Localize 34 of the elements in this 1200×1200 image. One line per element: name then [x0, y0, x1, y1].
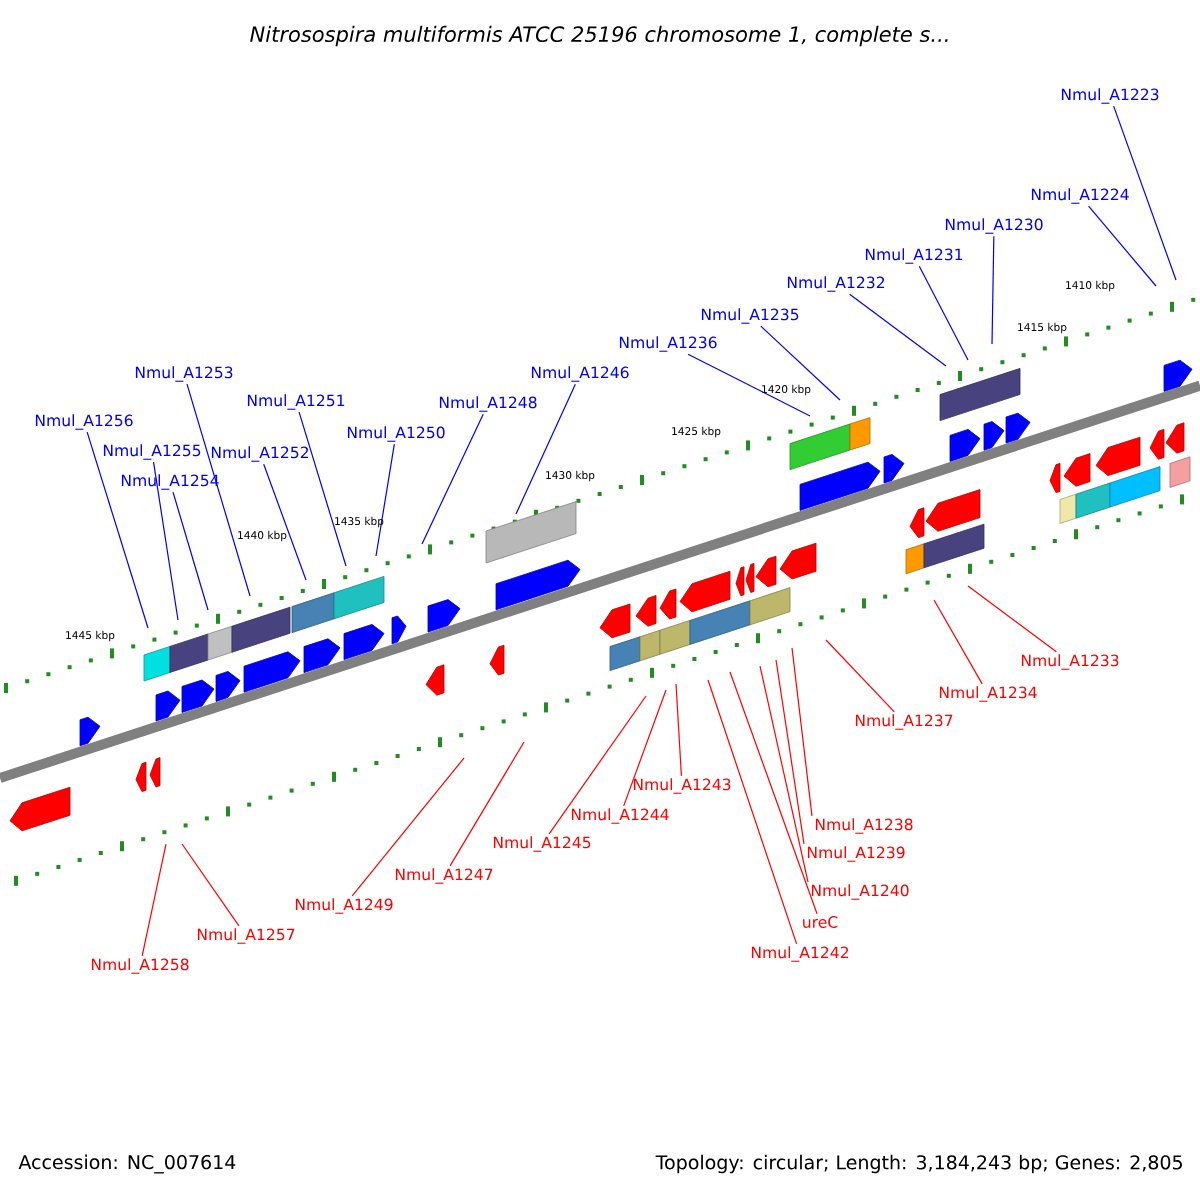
leader-line: [623, 689, 667, 807]
leader-line: [186, 383, 251, 597]
leader-line: [1088, 205, 1157, 287]
leader-line: [760, 325, 841, 401]
leader-line: [707, 679, 798, 945]
leader-line: [298, 411, 347, 567]
leader-line: [351, 757, 465, 897]
title: Nitrosospira multiformis ATCC 25196 chromosome 1, complete s...: [250, 25, 948, 47]
leader-line: [141, 843, 167, 957]
leader-line: [791, 647, 813, 817]
leader-line: [918, 265, 969, 361]
leader-line: [515, 383, 576, 515]
leader-line: [687, 353, 811, 417]
leader-line: [775, 659, 805, 845]
footer-text: Accession: NC_007614: [18, 1154, 236, 1174]
footer-text: Topology: circular; Length: 3,184,243 bp; Genes: 2,805: [655, 1154, 1182, 1174]
leader-line: [449, 741, 525, 867]
leader-line: [181, 843, 240, 927]
leader-line: [375, 443, 395, 557]
leader-line: [675, 683, 682, 777]
leader-line: [152, 461, 179, 621]
leader-line: [759, 665, 809, 883]
leader-line: [849, 293, 947, 367]
leader-line: [263, 463, 307, 581]
leader-line: [172, 491, 209, 611]
leader-line: [1113, 105, 1177, 281]
leader-line: [548, 695, 647, 835]
leader-line: [421, 413, 484, 545]
leader-line: [967, 585, 1057, 653]
leader-line: [933, 599, 983, 685]
leader-line: [825, 639, 895, 713]
leader-line: [991, 235, 995, 345]
leader-line: [729, 671, 818, 915]
leader-line: [86, 431, 149, 629]
